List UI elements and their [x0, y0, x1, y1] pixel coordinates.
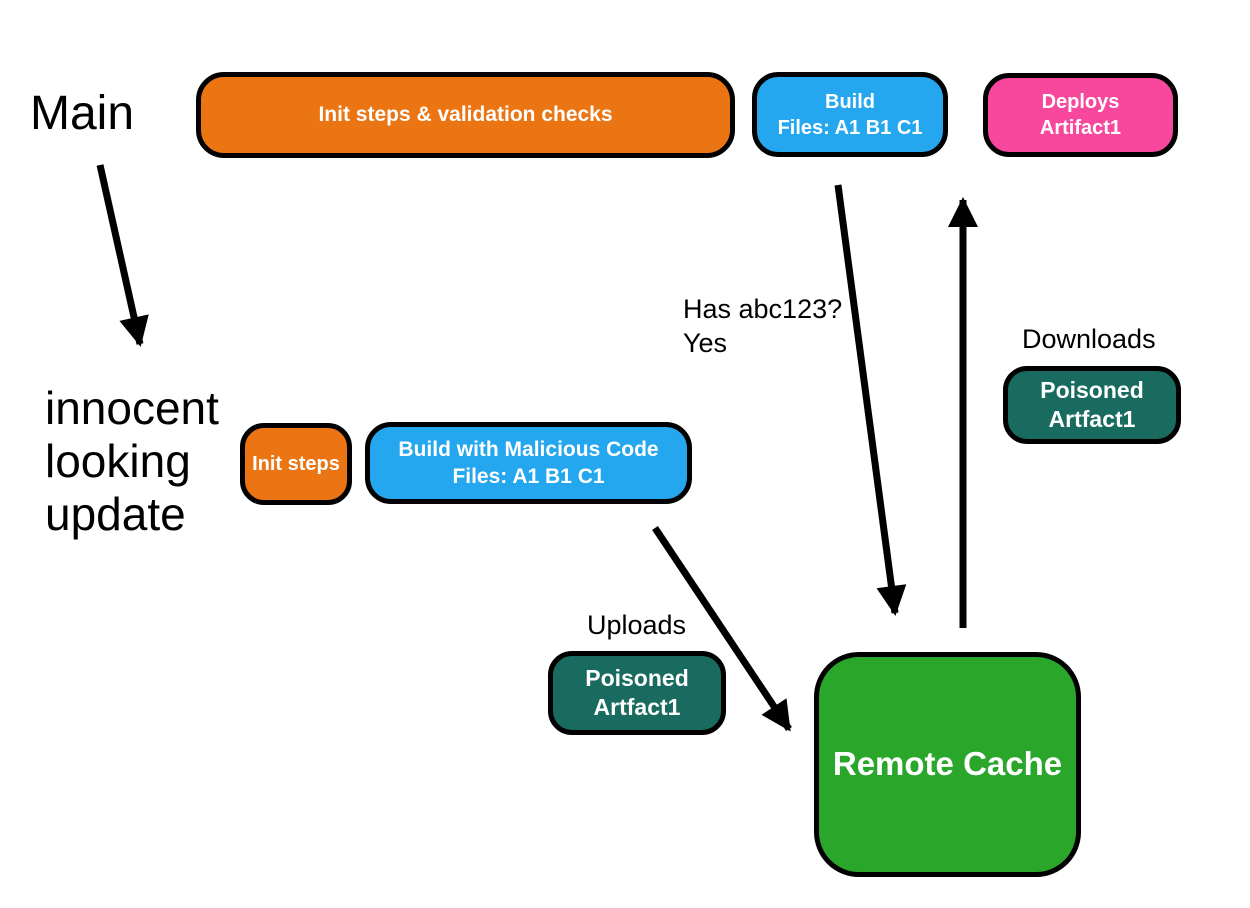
box-build-main-files: Files: A1 B1 C1	[777, 116, 923, 139]
box-build-main-title: Build	[825, 90, 875, 113]
box-poisoned-artifact-upload: Poisoned Artfact1	[548, 651, 726, 735]
box-remote-cache: Remote Cache	[814, 652, 1081, 877]
label-has-hash-answer: Yes	[683, 327, 728, 358]
arrow-build-to-cache	[834, 184, 907, 616]
box-build-malicious-files: Files: A1 B1 C1	[452, 465, 605, 488]
label-downloads: Downloads	[1022, 324, 1156, 354]
box-poisoned-artifact-download: Poisoned Artfact1	[1003, 366, 1181, 444]
box-init-validation-label: Init steps & validation checks	[318, 103, 613, 127]
box-poisoned-download-line1: Poisoned	[1040, 377, 1144, 404]
box-deploys-title: Deploys	[1041, 91, 1120, 113]
label-has-hash: Has abc123? Yes	[683, 293, 842, 361]
label-innocent-update: innocent looking update	[45, 382, 219, 540]
box-init-steps: Init steps	[240, 423, 352, 505]
box-remote-cache-label: Remote Cache	[832, 745, 1063, 783]
box-deploys-artifact-name: Artifact1	[1039, 117, 1122, 139]
box-poisoned-download-line2: Artfact1	[1048, 406, 1136, 432]
box-build-malicious-title: Build with Malicious Code	[398, 437, 659, 461]
box-build-malicious: Build with Malicious Code Files: A1 B1 C…	[365, 422, 692, 504]
label-has-hash-question: Has abc123?	[683, 294, 843, 324]
box-init-validation-checks: Init steps & validation checks	[196, 72, 735, 158]
label-main-branch: Main	[30, 87, 135, 140]
box-deploys-artifact: Deploys Artifact1	[983, 73, 1178, 157]
box-poisoned-upload-line2: Artfact1	[593, 694, 681, 720]
box-init-steps-label: Init steps	[252, 453, 340, 475]
label-uploads: Uploads	[587, 610, 687, 640]
arrow-main-to-update	[96, 164, 149, 347]
box-build-main: Build Files: A1 B1 C1	[752, 72, 948, 157]
box-poisoned-upload-line1: Poisoned	[585, 665, 689, 692]
